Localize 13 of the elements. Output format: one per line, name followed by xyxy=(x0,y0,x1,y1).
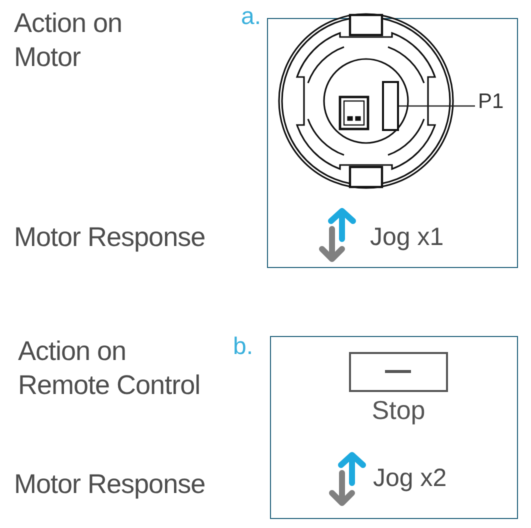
button-caption: Stop xyxy=(370,395,426,426)
heading-text: Motor Response xyxy=(14,468,206,501)
response-text: Jog x1 xyxy=(370,223,444,252)
heading-text: Action on Remote Control xyxy=(18,335,202,402)
switch-p1 xyxy=(382,81,399,131)
heading-text: Motor Response xyxy=(14,221,206,254)
panel-letter: a. xyxy=(241,3,262,31)
leader-line xyxy=(399,105,475,107)
heading-text: Action on Motor xyxy=(14,7,124,74)
part-label: P1 xyxy=(478,90,504,114)
panel-letter: b. xyxy=(233,333,254,361)
response-text: Jog x2 xyxy=(373,464,447,493)
minus-button xyxy=(349,352,448,392)
